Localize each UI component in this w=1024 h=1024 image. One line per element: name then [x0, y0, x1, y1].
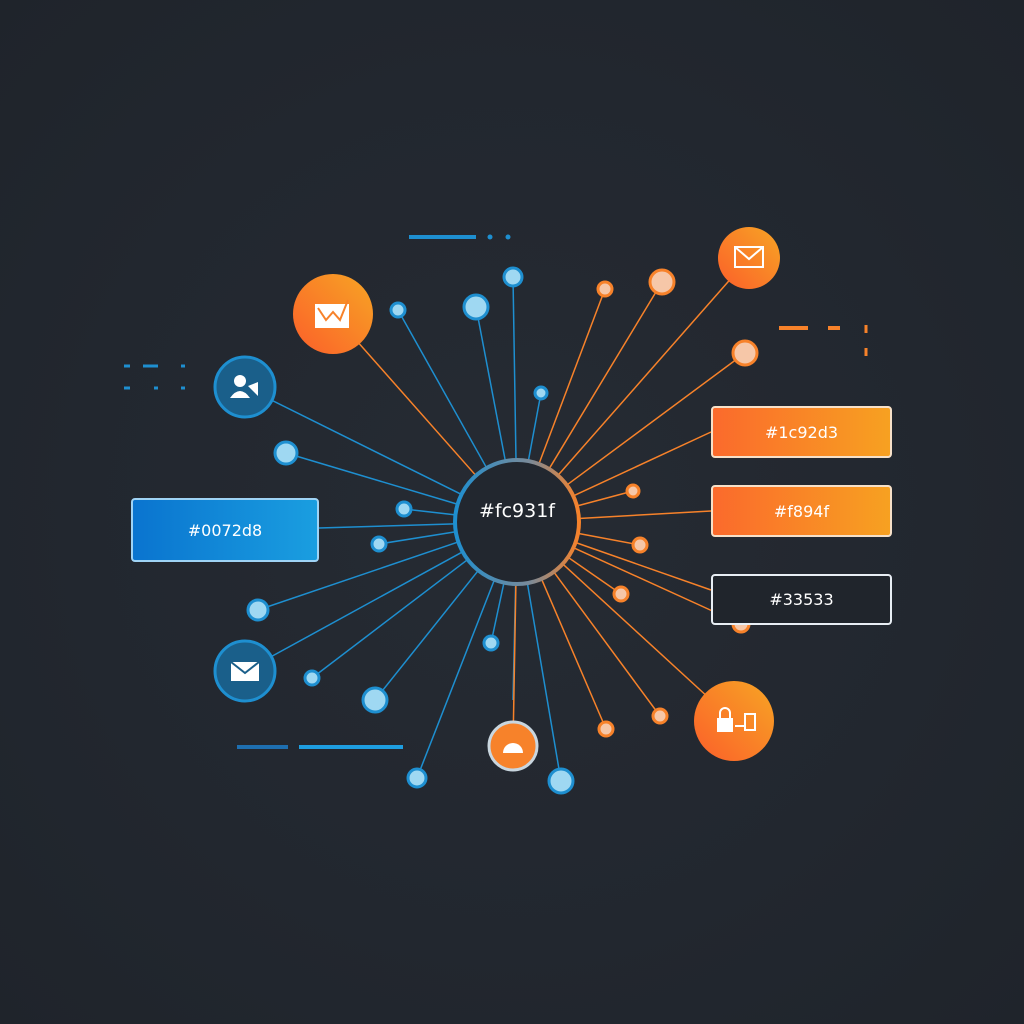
connector-line: [244, 551, 463, 672]
connector-line: [378, 531, 456, 545]
connector-line: [285, 452, 458, 505]
connector-line: [548, 281, 663, 470]
node-orange[interactable]: [596, 280, 614, 298]
connector-line: [512, 583, 517, 747]
node-blue-icon[interactable]: [213, 355, 277, 419]
connector-line: [244, 386, 462, 496]
connector-line: [374, 569, 479, 701]
node-orange[interactable]: [651, 707, 669, 725]
connector-line: [557, 257, 750, 476]
node-blue[interactable]: [533, 385, 549, 401]
chart-mail-icon: [315, 299, 349, 328]
center-hub-label: #fc931f: [478, 500, 555, 522]
connector-line: [397, 309, 488, 469]
node-orange[interactable]: [648, 268, 676, 296]
connector-line: [311, 558, 469, 679]
connector-line: [566, 352, 746, 486]
color-box-orange-2[interactable]: #f894f: [711, 485, 892, 537]
connector-line: [526, 582, 562, 782]
node-blue[interactable]: [482, 634, 500, 652]
node-orange[interactable]: [612, 585, 630, 603]
node-blue[interactable]: [502, 266, 524, 288]
node-blue[interactable]: [406, 767, 428, 789]
node-orange[interactable]: [625, 483, 641, 499]
connector-line: [576, 490, 634, 507]
node-blue[interactable]: [389, 301, 407, 319]
connector-line: [575, 541, 712, 591]
node-orange[interactable]: [731, 339, 759, 367]
connector-line: [567, 556, 622, 595]
node-blue[interactable]: [370, 535, 388, 553]
mail-icon: [734, 246, 764, 268]
chart-icon: [503, 743, 523, 753]
connector-line: [553, 571, 661, 717]
connector-line: [578, 510, 712, 520]
connector-line: [572, 431, 712, 497]
node-blue[interactable]: [547, 767, 575, 795]
node-blue[interactable]: [462, 293, 490, 321]
mail-icon: [230, 661, 260, 681]
connector-line: [318, 523, 456, 529]
connector-line: [475, 306, 507, 462]
node-orange[interactable]: [631, 536, 649, 554]
connector-line: [403, 508, 456, 516]
node-blue[interactable]: [395, 500, 413, 518]
connector-line: [538, 288, 606, 465]
color-box-orange-1[interactable]: #1c92d3: [711, 406, 892, 458]
connector-line: [490, 582, 505, 644]
node-blue[interactable]: [273, 440, 299, 466]
node-blue[interactable]: [361, 686, 389, 714]
color-box-blue[interactable]: #0072d8: [131, 498, 319, 562]
node-blue[interactable]: [246, 598, 270, 622]
connector-line: [577, 532, 641, 546]
connector-line: [416, 579, 496, 779]
node-orange[interactable]: [597, 720, 615, 738]
person-icon: [230, 375, 258, 398]
lock-icon: [717, 707, 756, 732]
center-hub: [453, 458, 581, 586]
node-orange-icon[interactable]: [694, 681, 774, 761]
connector-line: [257, 541, 459, 611]
color-box-dark[interactable]: #33533: [711, 574, 892, 625]
connector-line: [512, 276, 517, 461]
decorative-dashes: [124, 234, 868, 749]
node-blue[interactable]: [303, 669, 321, 687]
connector-line: [527, 392, 542, 462]
connector-line: [540, 578, 607, 730]
